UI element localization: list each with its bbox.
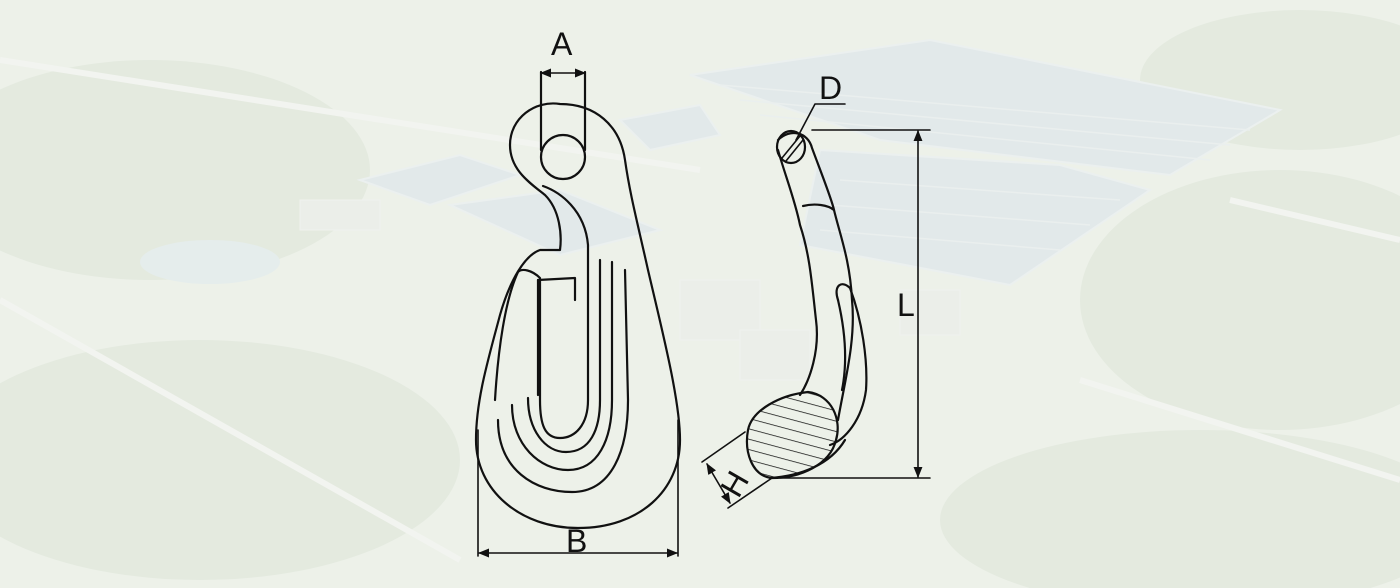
hook-throat <box>493 184 590 440</box>
hook-side-view <box>701 103 931 509</box>
label-h: H <box>713 465 756 503</box>
label-a: A <box>551 26 573 62</box>
inner-curve-2 <box>510 260 614 472</box>
label-l: L <box>897 287 915 323</box>
inner-curve-3 <box>496 268 630 494</box>
label-d: D <box>819 70 842 106</box>
inner-curve-1 <box>526 258 602 454</box>
hook-outer-contour <box>474 102 682 530</box>
label-b: B <box>566 523 587 559</box>
side-tip-curve <box>828 283 868 447</box>
side-shank-outline <box>776 131 854 422</box>
dim-h-line <box>706 463 731 504</box>
latch <box>536 276 577 302</box>
eye-hole <box>539 133 587 181</box>
dim-d-leader <box>795 103 846 141</box>
pin-d <box>775 129 807 165</box>
hook-front-view <box>474 68 682 558</box>
